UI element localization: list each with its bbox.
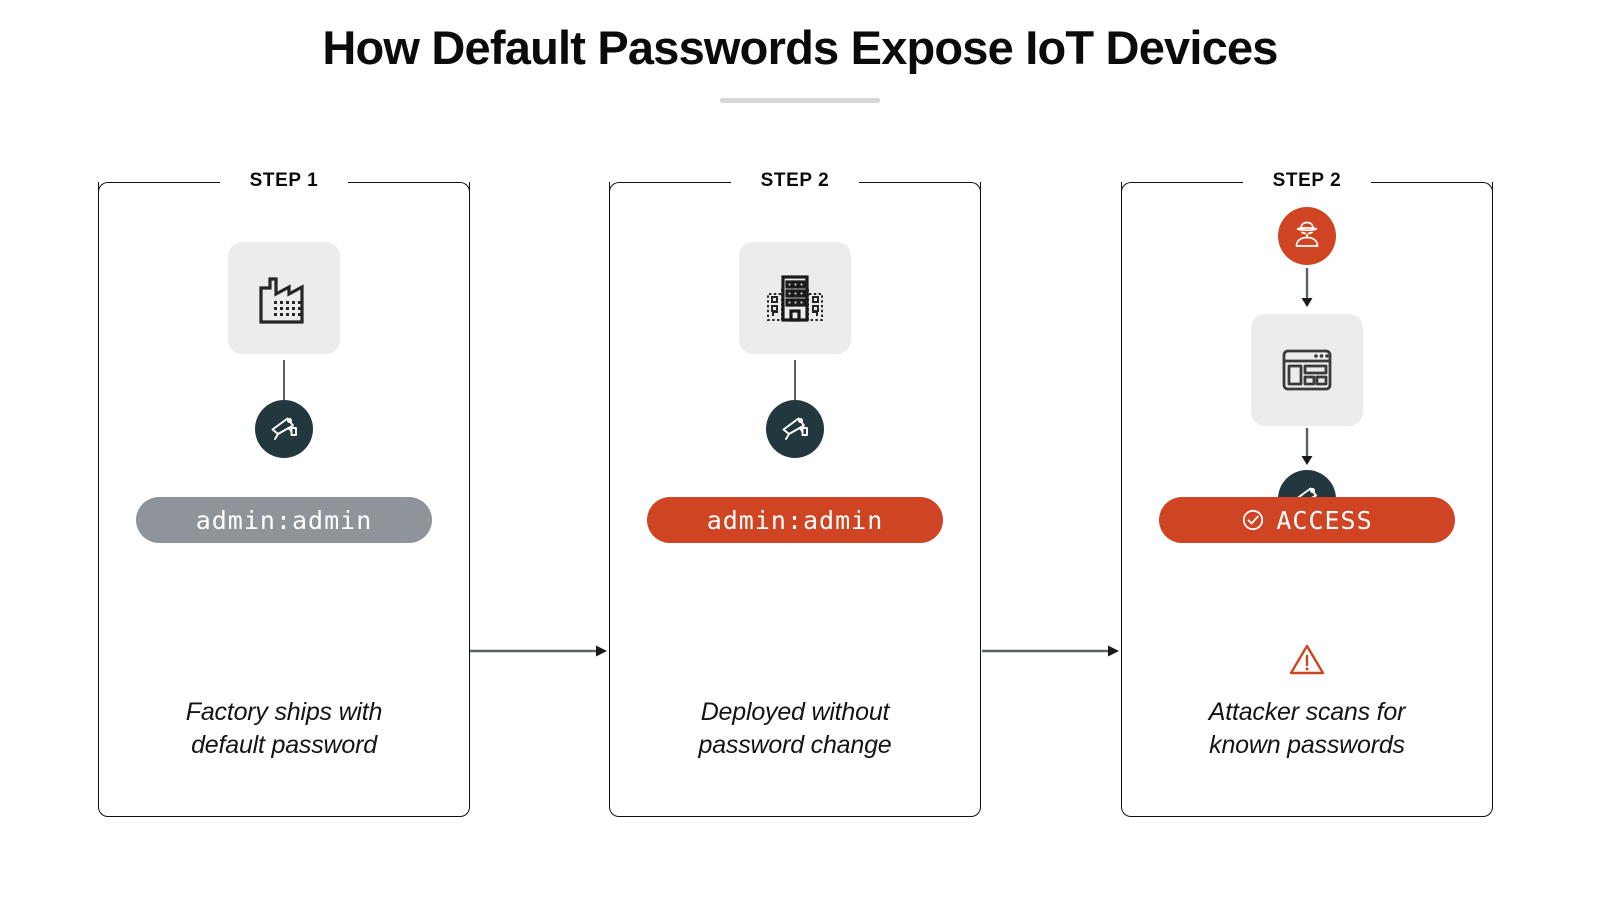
- step-card-2[interactable]: STEP 2: [609, 170, 981, 817]
- credential-pill-text-2: admin:admin: [706, 505, 884, 535]
- cctv-camera-icon: [778, 410, 812, 449]
- office-building-icon-tile: [739, 242, 851, 354]
- credential-pill-1[interactable]: admin:admin: [136, 497, 432, 543]
- cctv-camera-icon: [267, 410, 301, 449]
- check-circle-icon: [1241, 508, 1265, 532]
- browser-dashboard-icon: [1276, 339, 1338, 401]
- office-building-icon: [760, 263, 830, 333]
- credential-pill-text-1: admin:admin: [195, 505, 373, 535]
- step-label-2: STEP 2: [760, 170, 830, 191]
- step-label-3: STEP 2: [1272, 170, 1342, 191]
- step-caption-3: Attacker scans for known passwords: [1121, 696, 1493, 762]
- card-border-body: [1121, 182, 1493, 817]
- card-border-body: [98, 182, 470, 817]
- step-caption-2-line2: password change: [698, 731, 892, 759]
- factory-icon: [249, 263, 319, 333]
- hacker-icon: [1290, 217, 1324, 256]
- warning-triangle-icon: [1287, 640, 1327, 680]
- cctv-camera-node-1[interactable]: [255, 400, 313, 458]
- cctv-camera-node-2[interactable]: [766, 400, 824, 458]
- step-caption-3-line1: Attacker scans for: [1208, 698, 1406, 726]
- credential-pill-2[interactable]: admin:admin: [647, 497, 943, 543]
- factory-icon-tile: [228, 242, 340, 354]
- step-caption-2-line1: Deployed without: [700, 698, 890, 726]
- page-header: How Default Passwords Expose IoT Devices: [0, 0, 1600, 103]
- steps-board: STEP 1: [0, 170, 1600, 832]
- step-caption-3-line2: known passwords: [1209, 731, 1405, 759]
- arrow-attacker-to-dashboard: [1296, 268, 1318, 310]
- step-caption-1-line1: Factory ships with: [185, 698, 383, 726]
- step-caption-1-line2: default password: [191, 731, 377, 759]
- step-card-1[interactable]: STEP 1: [98, 170, 470, 817]
- arrow-step1-to-step2: [470, 640, 610, 662]
- browser-dashboard-icon-tile: [1251, 314, 1363, 426]
- connector-stem-1: [282, 360, 286, 400]
- step-label-1: STEP 1: [249, 170, 319, 191]
- connector-stem-2: [793, 360, 797, 400]
- attacker-node[interactable]: [1278, 207, 1336, 265]
- step-card-3[interactable]: STEP 2: [1121, 170, 1493, 817]
- page-title: How Default Passwords Expose IoT Devices: [322, 21, 1278, 74]
- title-underline-rule: [720, 98, 880, 103]
- card-border-body: [609, 182, 981, 817]
- step-caption-1: Factory ships with default password: [98, 696, 470, 762]
- step-caption-2: Deployed without password change: [609, 696, 981, 762]
- arrow-step2-to-step3: [982, 640, 1122, 662]
- access-pill-text: ACCESS: [1276, 505, 1373, 535]
- access-pill[interactable]: ACCESS: [1159, 497, 1455, 543]
- arrow-dashboard-to-camera: [1296, 428, 1318, 468]
